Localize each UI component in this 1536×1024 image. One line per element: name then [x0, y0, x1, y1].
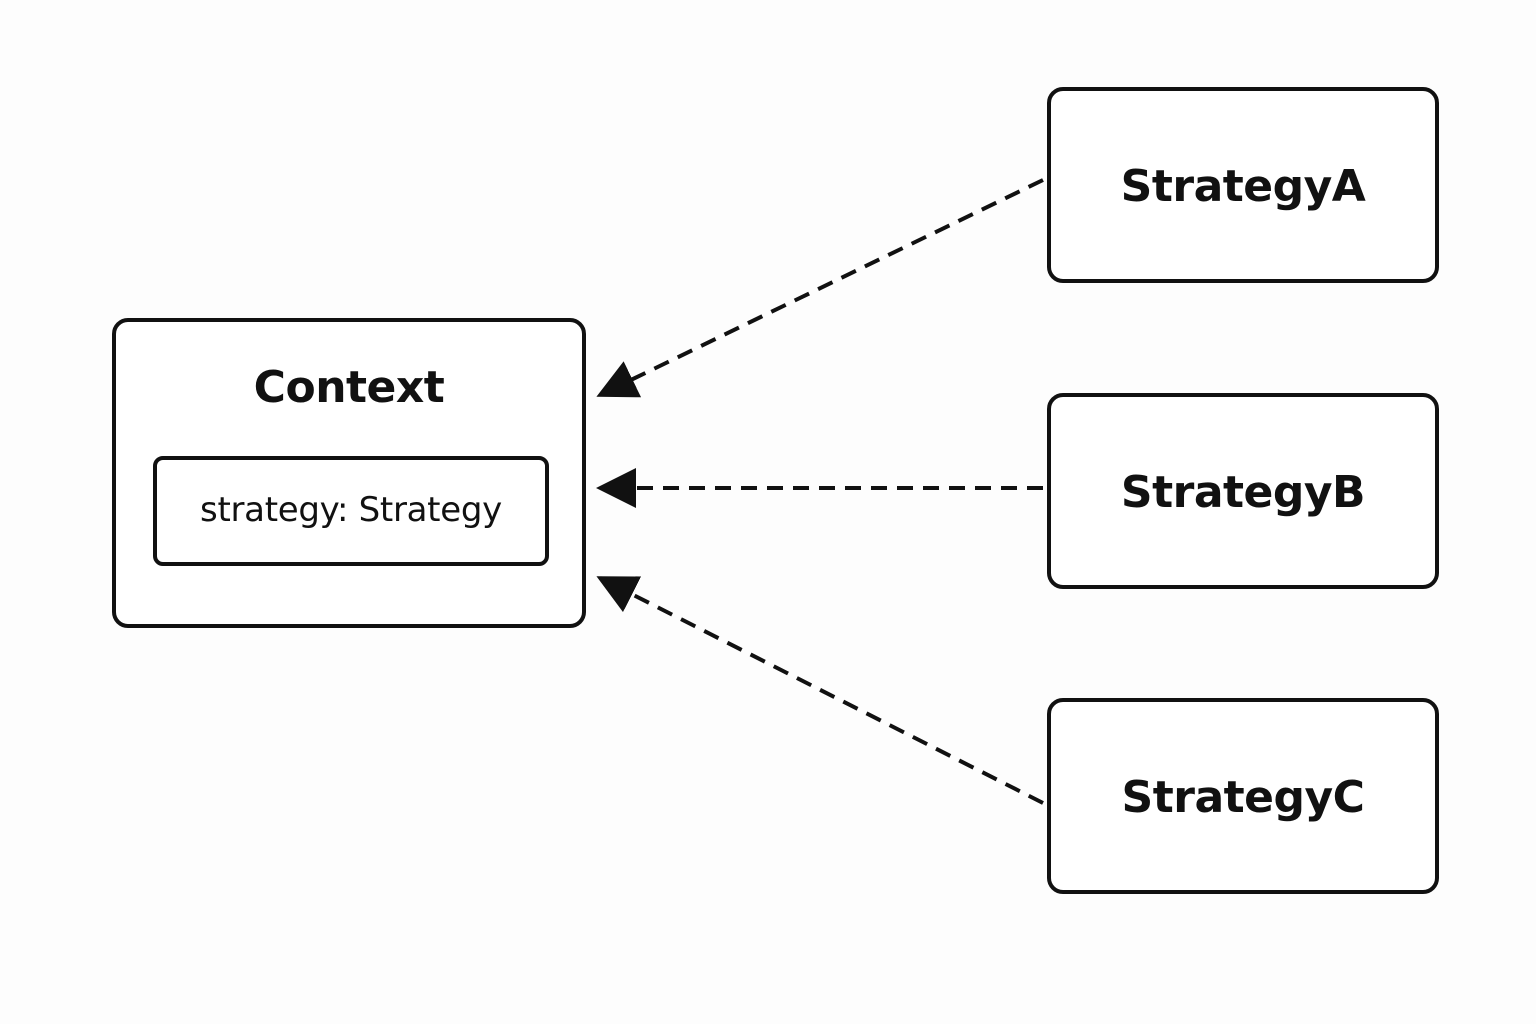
strategy-b-label: StrategyB [1120, 467, 1366, 518]
edge-strategy-c-to-context [596, 576, 1044, 805]
strategy-a-label: StrategyA [1120, 161, 1366, 212]
strategy-a-box[interactable]: StrategyA [1047, 87, 1439, 283]
edge-strategy-a-to-context [596, 178, 1044, 398]
context-attribute-text: strategy: Strategy [200, 490, 502, 530]
context-class-box[interactable]: Context strategy: Strategy [112, 318, 586, 628]
context-attribute-box[interactable]: strategy: Strategy [153, 456, 549, 566]
context-title: Context [253, 362, 445, 413]
strategy-c-box[interactable]: StrategyC [1047, 698, 1439, 894]
strategy-b-box[interactable]: StrategyB [1047, 393, 1439, 589]
strategy-c-label: StrategyC [1121, 772, 1365, 823]
